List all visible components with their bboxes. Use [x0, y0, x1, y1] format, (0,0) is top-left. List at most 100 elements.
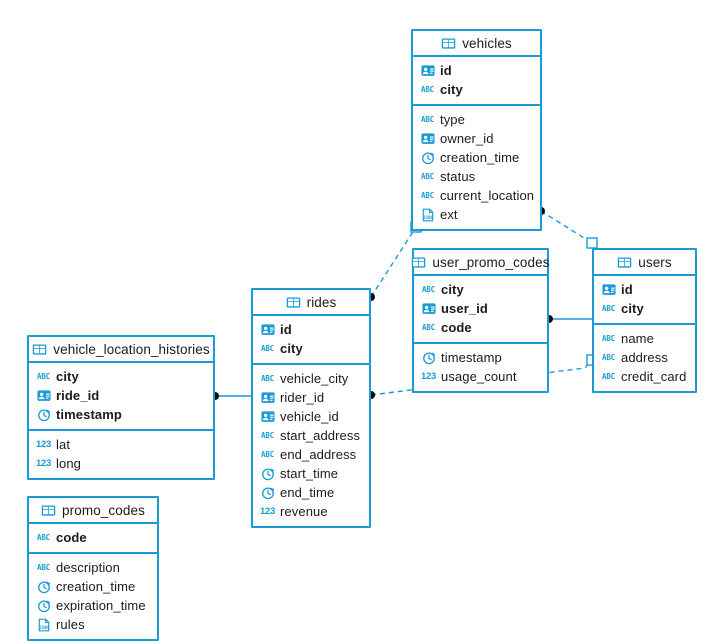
column-name: id — [280, 322, 292, 337]
id-badge-icon — [260, 409, 275, 424]
column-name: revenue — [280, 504, 328, 519]
table-title: vehicle_location_histories — [53, 341, 210, 357]
column-row-vehicle_location_histories-timestamp[interactable]: timestamp — [29, 405, 213, 424]
column-name: city — [441, 282, 464, 297]
table-header-user_promo_codes[interactable]: user_promo_codes — [411, 250, 549, 276]
id-badge-icon — [260, 390, 275, 405]
abc-text-icon: ABC — [421, 84, 434, 94]
column-name: type — [440, 112, 465, 127]
column-row-vehicles-type[interactable]: ABC type — [413, 110, 540, 129]
id-badge-icon — [421, 301, 436, 316]
column-name: credit_card — [621, 369, 687, 384]
column-name: creation_time — [440, 150, 520, 165]
id-badge-icon — [601, 282, 616, 297]
abc-text-icon: ABC — [421, 114, 434, 124]
relationship-line — [370, 226, 417, 298]
column-row-promo_codes-expiration_time[interactable]: expiration_time — [29, 596, 157, 615]
column-name: city — [280, 341, 303, 356]
table-header-vehicle_location_histories[interactable]: vehicle_location_histories — [29, 337, 213, 363]
table-header-vehicles[interactable]: vehicles — [413, 31, 540, 57]
column-row-users-id[interactable]: id — [594, 280, 695, 299]
column-name: start_time — [280, 466, 339, 481]
column-name: lat — [56, 437, 71, 452]
column-name: vehicle_id — [280, 409, 339, 424]
relationship-user-promo-codes-to-users[interactable] — [545, 315, 592, 323]
column-row-vehicles-city[interactable]: ABC city — [413, 80, 540, 99]
column-name: status — [440, 169, 476, 184]
column-row-vehicles-owner_id[interactable]: owner_id — [413, 129, 540, 148]
relationship-vehicles-to-users[interactable] — [537, 207, 598, 249]
id-badge-icon — [420, 63, 435, 78]
clock-icon — [36, 579, 51, 594]
column-name: id — [621, 282, 633, 297]
column-name: timestamp — [56, 407, 122, 422]
abc-text-icon: ABC — [261, 449, 274, 459]
column-row-rides-end_time[interactable]: end_time — [253, 483, 369, 502]
column-row-rides-revenue[interactable]: 123 revenue — [253, 502, 369, 521]
column-row-promo_codes-creation_time[interactable]: creation_time — [29, 577, 157, 596]
column-name: creation_time — [56, 579, 136, 594]
column-row-user_promo_codes-timestamp[interactable]: timestamp — [414, 348, 547, 367]
column-row-rides-rider_id[interactable]: rider_id — [253, 388, 369, 407]
column-name: end_time — [280, 485, 335, 500]
column-row-user_promo_codes-user_id[interactable]: user_id — [414, 299, 547, 318]
column-row-vehicles-creation_time[interactable]: creation_time — [413, 148, 540, 167]
table-header-rides[interactable]: rides — [253, 290, 369, 316]
column-name: city — [440, 82, 463, 97]
abc-text-icon: ABC — [37, 532, 50, 542]
table-header-users[interactable]: users — [594, 250, 695, 276]
abc-text-icon: ABC — [421, 190, 434, 200]
column-name: timestamp — [441, 350, 502, 365]
table-grid-icon — [411, 255, 426, 270]
column-row-rides-id[interactable]: id — [253, 320, 369, 339]
column-row-rides-vehicle_id[interactable]: vehicle_id — [253, 407, 369, 426]
clock-icon — [421, 350, 436, 365]
column-name: start_address — [280, 428, 361, 443]
relationship-vehicle-location-histories-to-rides[interactable] — [211, 392, 251, 400]
abc-text-icon: ABC — [602, 333, 615, 343]
123-number-icon: 123 — [421, 370, 436, 382]
column-row-vehicle_location_histories-ride_id[interactable]: ride_id — [29, 386, 213, 405]
clock-icon — [260, 485, 275, 500]
123-number-icon: 123 — [260, 505, 275, 517]
column-name: ride_id — [56, 388, 100, 403]
column-name: id — [440, 63, 452, 78]
column-row-rides-city[interactable]: ABC city — [253, 339, 369, 358]
column-row-rides-start_time[interactable]: start_time — [253, 464, 369, 483]
column-name: long — [56, 456, 81, 471]
json-file-icon: JSON — [420, 207, 435, 222]
id-badge-icon — [36, 388, 51, 403]
column-name: vehicle_city — [280, 371, 349, 386]
table-header-promo_codes[interactable]: promo_codes — [29, 498, 157, 524]
abc-text-icon: ABC — [261, 343, 274, 353]
column-row-vehicles-id[interactable]: id — [413, 61, 540, 80]
